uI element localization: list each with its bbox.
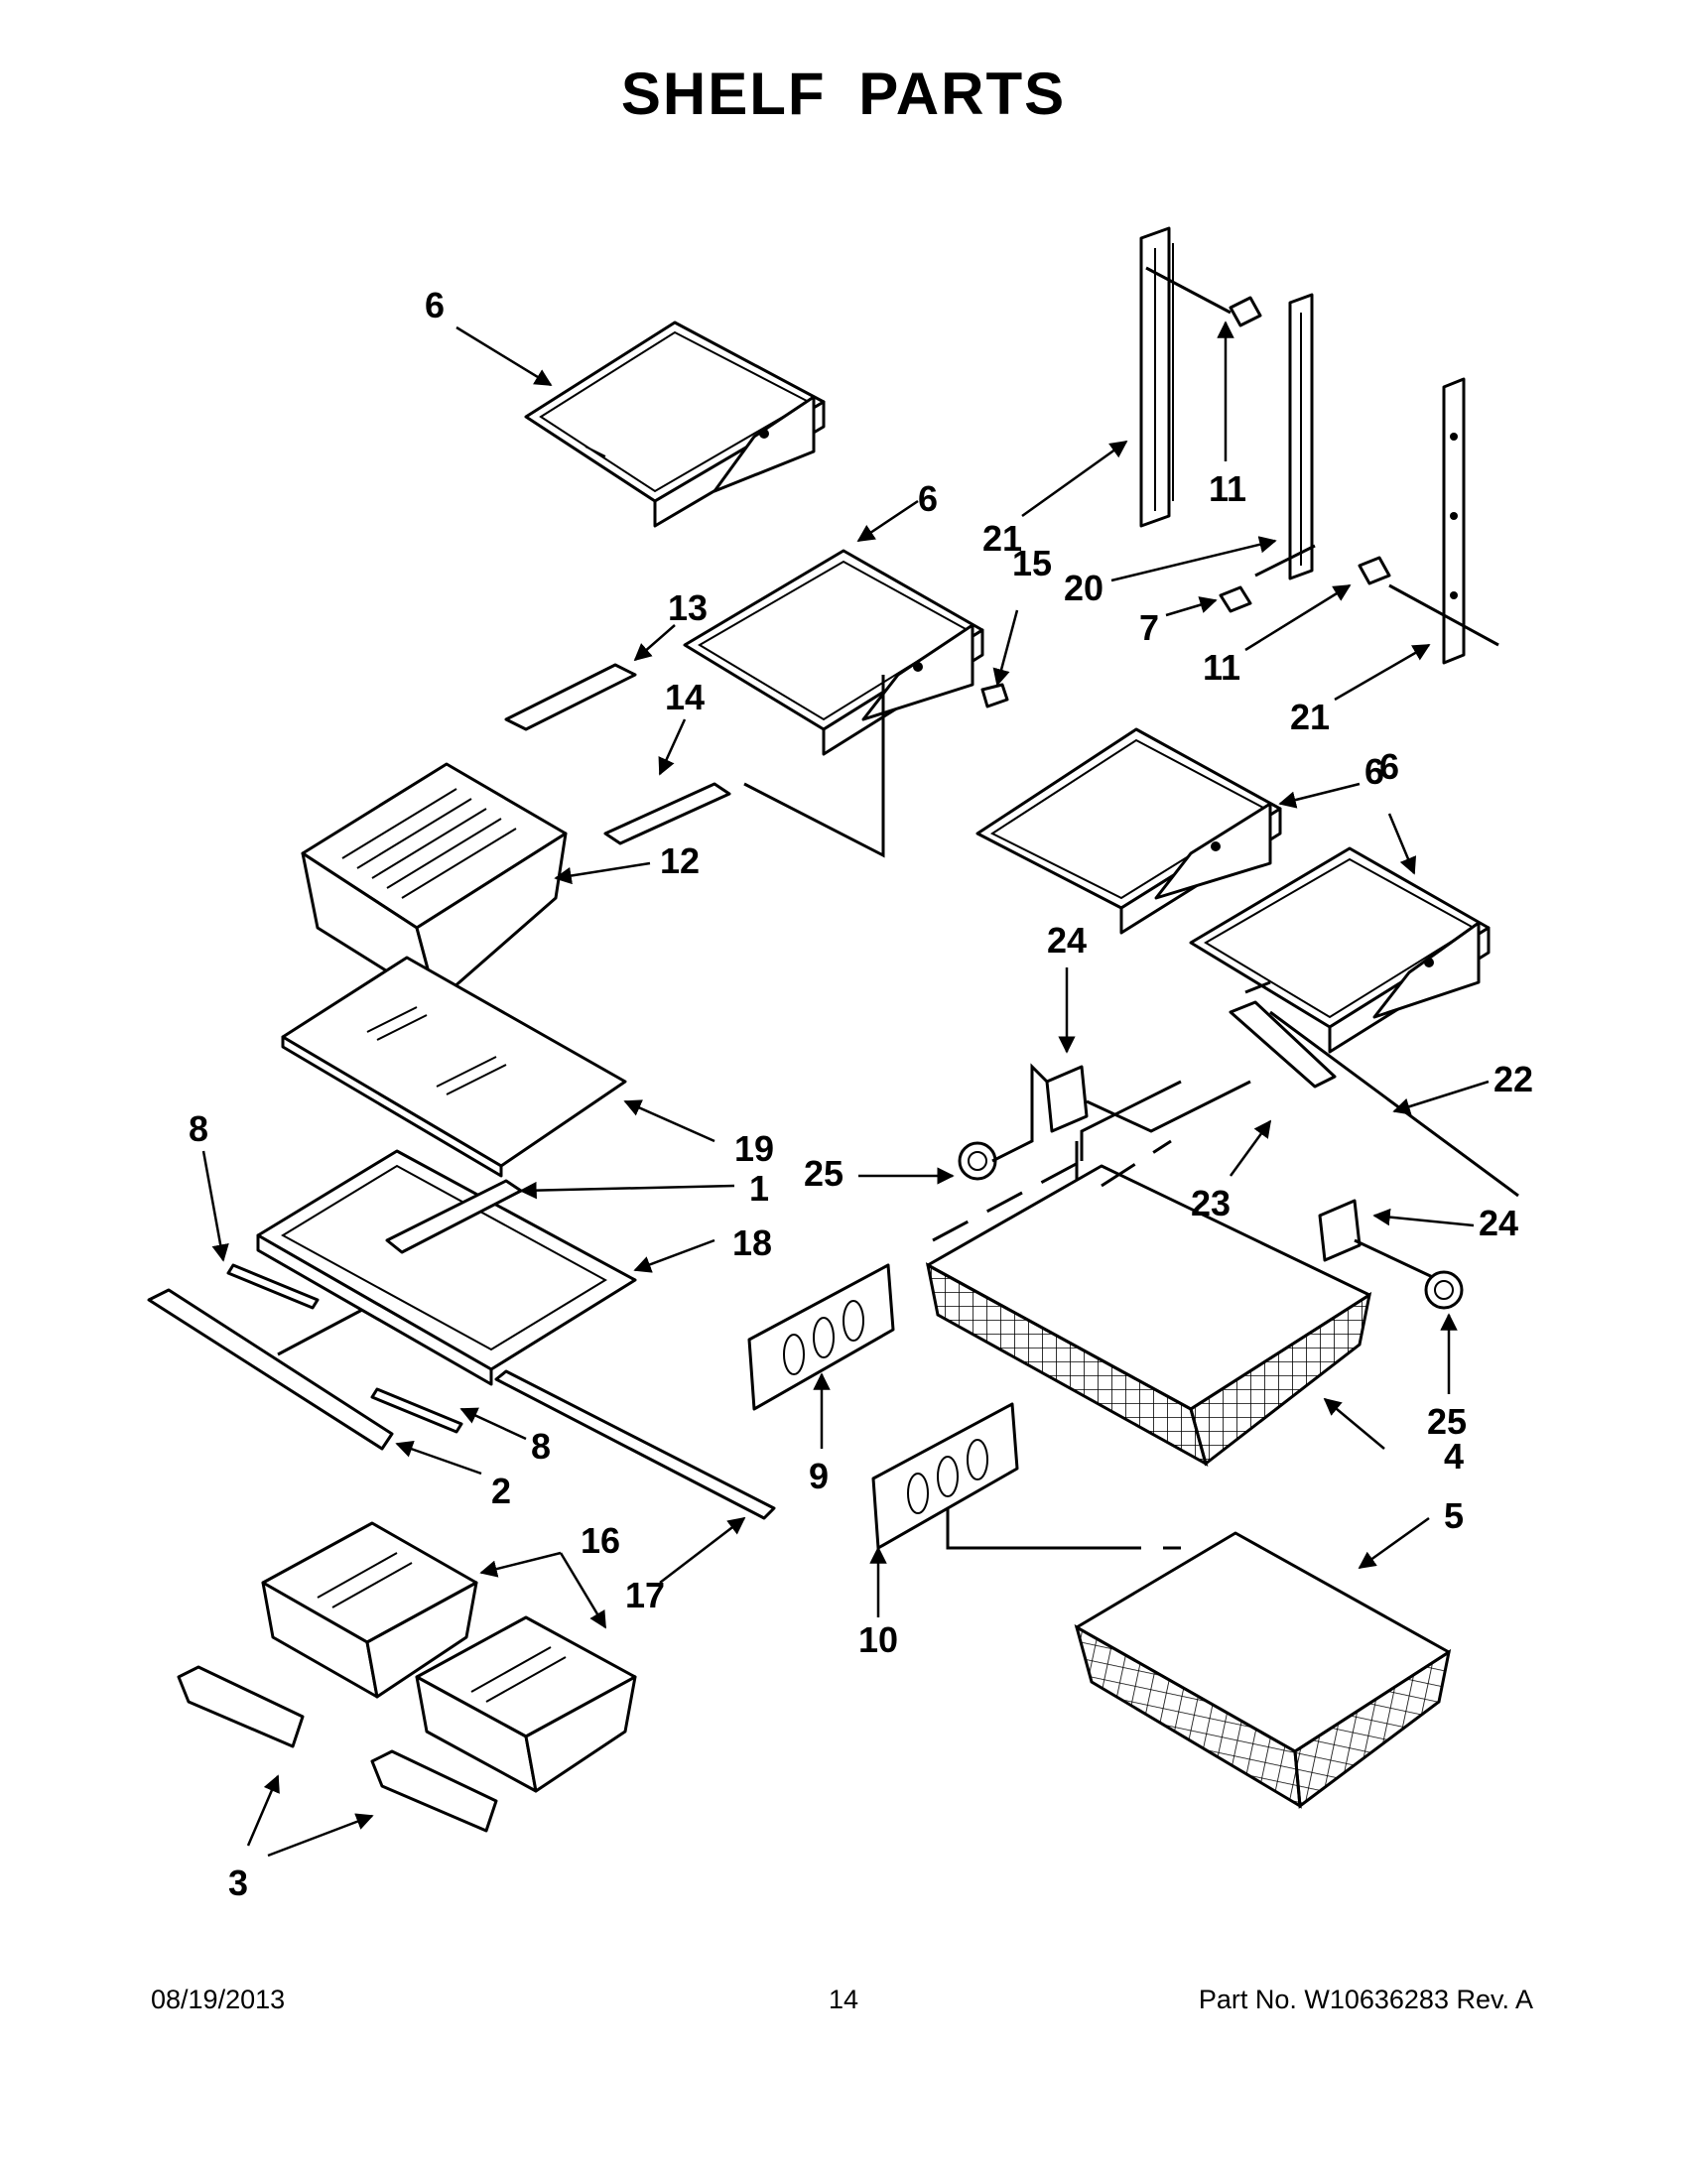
callout-25: 25 xyxy=(1427,1401,1467,1442)
callout-25: 25 xyxy=(804,1153,844,1194)
cantilever-shelf-right-upper xyxy=(975,727,1282,935)
callout-22: 22 xyxy=(1493,1059,1533,1099)
shelf-ladder-center xyxy=(1288,293,1314,580)
callout-9: 9 xyxy=(809,1456,829,1496)
cantilever-shelf-middle xyxy=(683,549,984,756)
gear-25-left xyxy=(958,1141,997,1181)
page-title: SHELF PARTS xyxy=(620,61,1067,127)
slide-8-left xyxy=(226,1263,320,1310)
crisper-slide-14 xyxy=(603,782,731,845)
callout-5: 5 xyxy=(1444,1495,1464,1536)
glass-shelf-19 xyxy=(281,956,627,1178)
callout-10: 10 xyxy=(858,1619,898,1660)
bracket-24-left xyxy=(1045,1065,1089,1133)
freezer-basket-5 xyxy=(1074,1531,1452,1809)
cantilever-shelf-right-lower xyxy=(1189,846,1491,1054)
rod-17 xyxy=(494,1369,776,1520)
rod-22 xyxy=(1269,1010,1519,1198)
callout-21: 21 xyxy=(982,518,1022,559)
callout-21: 21 xyxy=(1290,697,1330,737)
callout-labels: 6 6 6 6 11 11 21 21 15 20 7 13 14 12 24 … xyxy=(189,285,1533,1903)
callout-2: 2 xyxy=(491,1471,511,1511)
callout-17: 17 xyxy=(625,1575,665,1615)
callout-7: 7 xyxy=(1139,607,1159,648)
screw-11-right xyxy=(1358,556,1391,585)
gear-25-right xyxy=(1354,1238,1464,1310)
callout-11: 11 xyxy=(1209,468,1246,509)
callout-18: 18 xyxy=(732,1222,772,1263)
basket-divider-10 xyxy=(871,1402,1019,1550)
basket-divider-9 xyxy=(747,1263,895,1411)
cantilever-shelf-top xyxy=(524,321,826,528)
freezer-basket-4 xyxy=(925,1164,1372,1468)
callout-1: 1 xyxy=(749,1168,769,1209)
screw-7 xyxy=(1219,585,1252,613)
callout-14: 14 xyxy=(665,677,705,717)
callout-6: 6 xyxy=(1364,751,1384,792)
footer-page-number: 14 xyxy=(828,1985,859,2014)
callout-3: 3 xyxy=(228,1863,248,1903)
slide-8-right xyxy=(370,1387,463,1434)
leader-lines xyxy=(201,321,1490,1858)
callout-6: 6 xyxy=(918,478,938,519)
callout-8: 8 xyxy=(531,1426,551,1467)
callout-6: 6 xyxy=(1379,746,1399,787)
callout-11: 11 xyxy=(1203,647,1240,688)
callout-23: 23 xyxy=(1191,1183,1231,1223)
crisper-slide-13 xyxy=(504,663,637,731)
footer-part-number: Part No. W10636283 Rev. A xyxy=(1198,1985,1533,2014)
callout-24: 24 xyxy=(1047,920,1087,961)
screw-11-top xyxy=(1229,296,1262,327)
callout-6: 6 xyxy=(425,285,445,325)
bracket-24-right xyxy=(1318,1199,1362,1262)
shelf-ladder-right xyxy=(1442,377,1466,665)
callout-19: 19 xyxy=(734,1128,774,1169)
callout-13: 13 xyxy=(668,587,708,628)
slide-rail-23 xyxy=(1229,1000,1337,1089)
footer-date: 08/19/2013 xyxy=(151,1985,286,2014)
callout-4: 4 xyxy=(1444,1436,1464,1477)
callout-24: 24 xyxy=(1479,1203,1518,1243)
screw-15 xyxy=(980,683,1009,708)
callout-20: 20 xyxy=(1064,568,1103,608)
crisper-handle-3-left xyxy=(177,1665,305,1748)
crisper-frame-18 xyxy=(256,1149,637,1386)
callout-15: 15 xyxy=(1012,543,1052,583)
crisper-drawer-16-upper xyxy=(261,1521,478,1699)
drawer-12-ribs xyxy=(341,788,517,899)
drawer-12 xyxy=(301,762,568,1004)
shelf-ladder-left xyxy=(1139,226,1174,528)
callout-12: 12 xyxy=(660,840,700,881)
front-trim-2 xyxy=(147,1288,394,1451)
crisper-handle-3-right xyxy=(370,1749,498,1833)
callout-8: 8 xyxy=(189,1108,208,1149)
crisper-drawer-16-lower xyxy=(415,1615,637,1793)
callout-16: 16 xyxy=(581,1520,620,1561)
